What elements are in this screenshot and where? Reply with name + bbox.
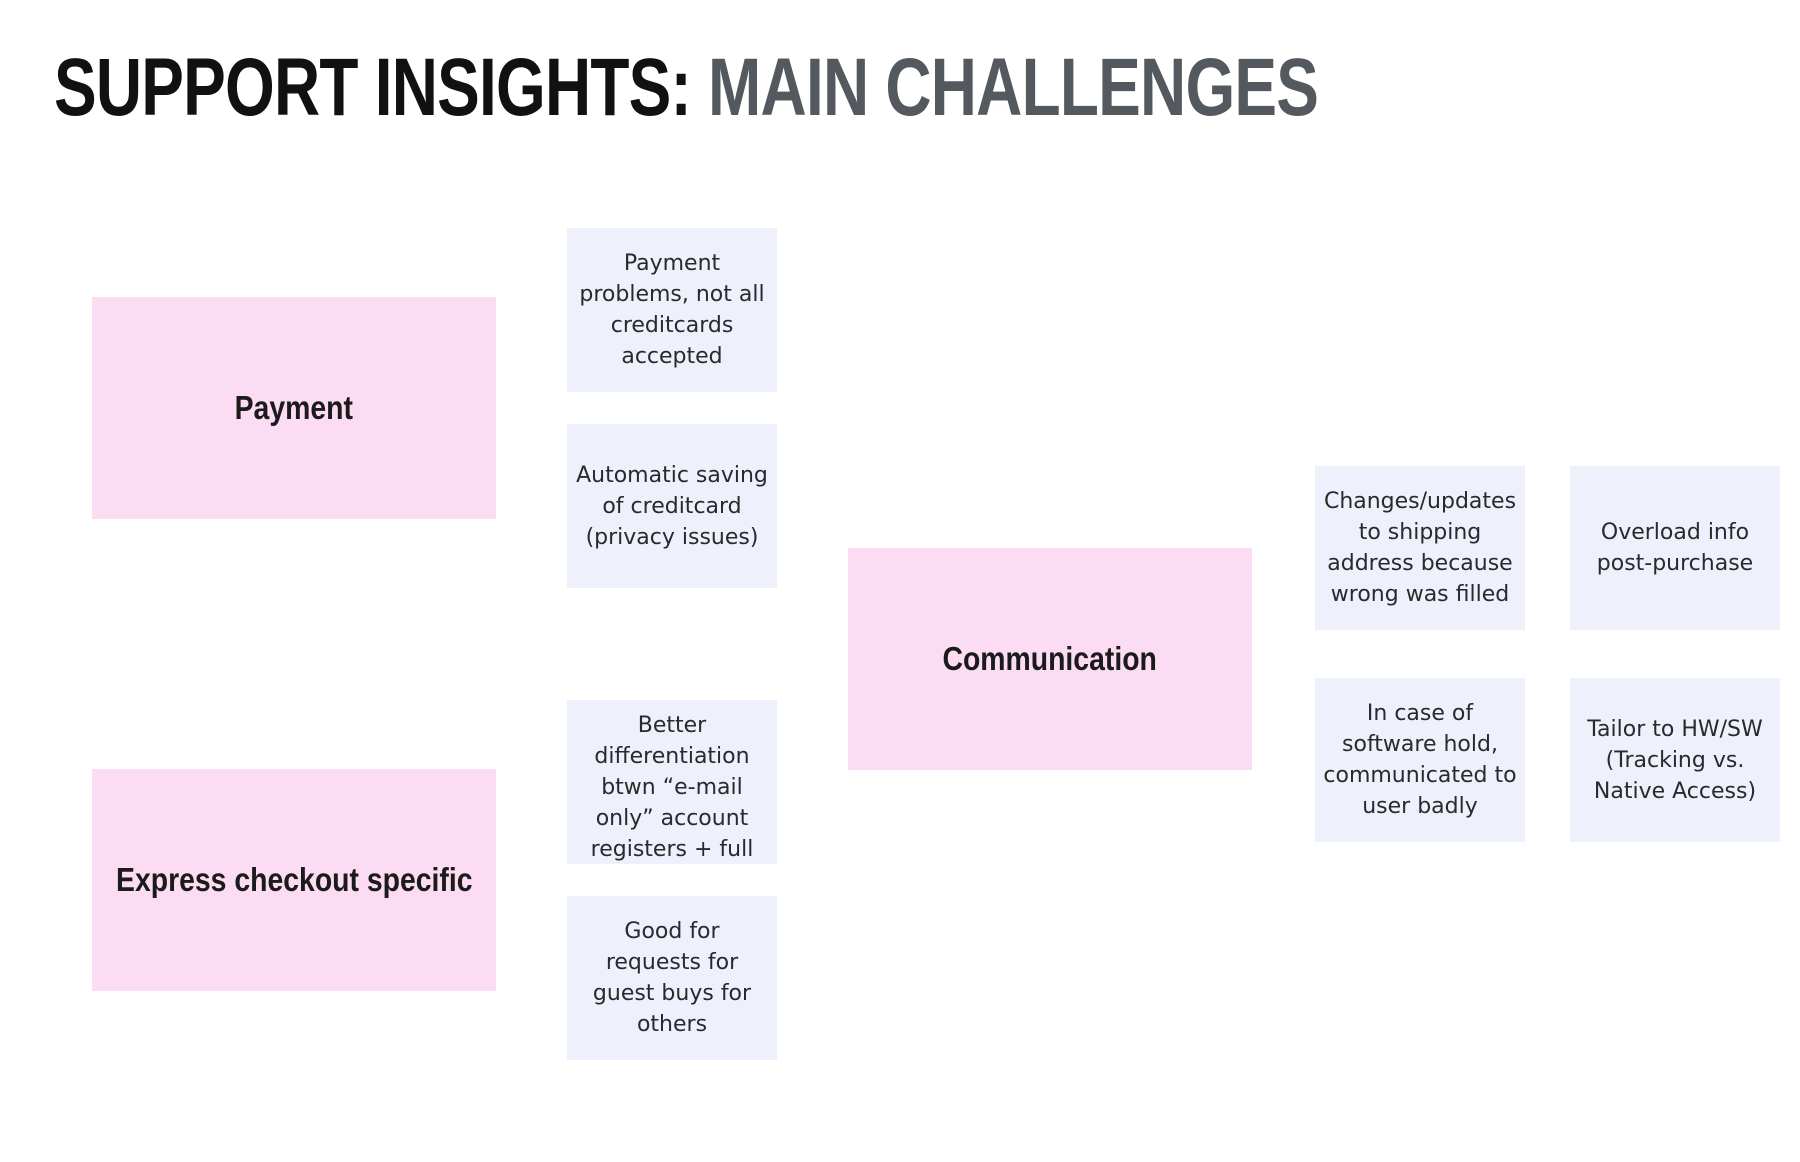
page-title: SUPPORT INSIGHTS: MAIN CHALLENGES [54, 38, 1319, 138]
category-label: Payment [234, 389, 354, 426]
note-text: Overload info post-purchase [1596, 520, 1754, 576]
sticky-note-tailor: Tailor to HW/SW (Tracking vs. Native Acc… [1570, 678, 1780, 842]
category-payment: Payment [92, 297, 496, 519]
note-text: In case of software hold, communicated t… [1323, 701, 1517, 819]
category-communication: Communication [848, 548, 1252, 770]
note-text: Tailor to HW/SW (Tracking vs. Native Acc… [1587, 716, 1763, 804]
note-text: Changes/updates to shipping address beca… [1323, 489, 1517, 607]
sticky-note-overload-info: Overload info post-purchase [1570, 466, 1780, 630]
sticky-note-payment-problems: Payment problems, not all creditcards ac… [567, 228, 777, 392]
category-label: Express checkout specific [115, 861, 473, 898]
category-label: Communication [942, 640, 1158, 677]
note-text: Good for requests for guest buys for oth… [592, 919, 752, 1037]
sticky-note-guest-buys: Good for requests for guest buys for oth… [567, 896, 777, 1060]
note-text: Better differentiation btwn “e-mail only… [590, 713, 754, 862]
title-suffix: MAIN CHALLENGES [708, 42, 1319, 133]
note-text: Automatic saving of creditcard (privacy … [576, 462, 768, 550]
sticky-note-shipping-updates: Changes/updates to shipping address beca… [1315, 466, 1525, 630]
category-express-checkout: Express checkout specific [92, 769, 496, 991]
sticky-note-software-hold: In case of software hold, communicated t… [1315, 678, 1525, 842]
note-text: Payment problems, not all creditcards ac… [579, 251, 765, 369]
sticky-note-differentiation: Better differentiation btwn “e-mail only… [567, 700, 777, 864]
title-prefix: SUPPORT INSIGHTS: [54, 42, 692, 133]
sticky-note-auto-saving: Automatic saving of creditcard (privacy … [567, 424, 777, 588]
